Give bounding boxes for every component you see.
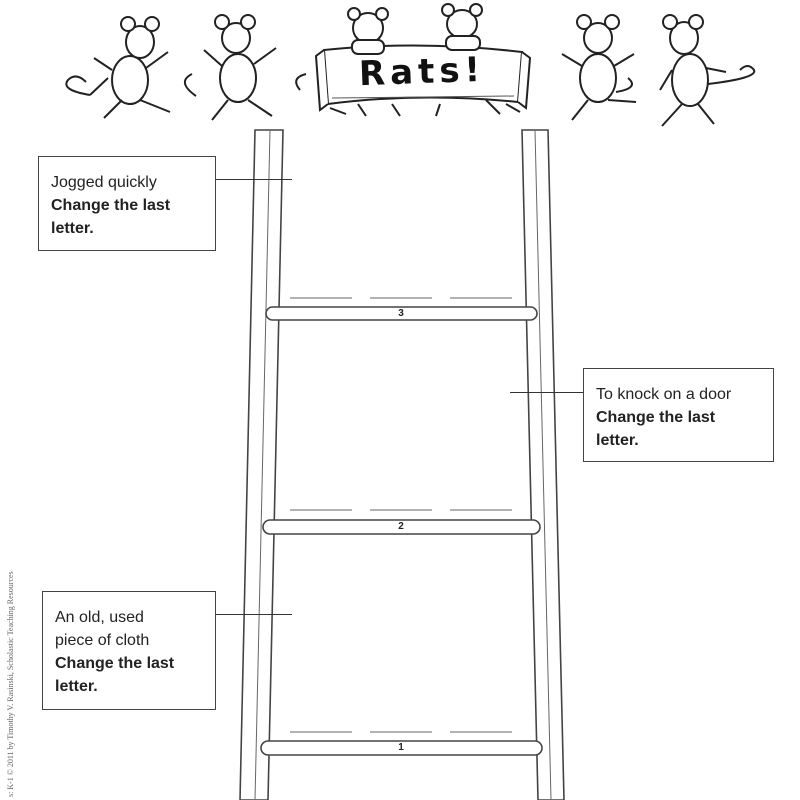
rat-illustration-4 <box>435 3 521 117</box>
clue-3-hint-cont: piece of cloth <box>55 632 150 649</box>
ladder-rung-2 <box>262 519 541 535</box>
ladder-rail-right <box>521 129 565 800</box>
ladder-rail-left <box>239 129 284 800</box>
clue-box-2: To knock on a door Change the last lette… <box>583 368 774 462</box>
rat-illustration-2 <box>184 14 277 121</box>
rat-illustration-6 <box>659 14 756 127</box>
clue-2-instruction: Change the last <box>596 409 716 426</box>
rung-number-2: 2 <box>398 521 404 532</box>
clue-3-instruction-cont: letter. <box>55 678 98 695</box>
clue-3-hint: An old, used <box>55 609 144 626</box>
rung-number-3: 3 <box>398 308 404 319</box>
clue-1-instruction: Change the last <box>51 197 171 214</box>
ladder-rung-3 <box>265 306 538 321</box>
rat-illustration-1 <box>65 16 171 119</box>
rat-illustration-3 <box>295 7 401 117</box>
clue-2-hint: To knock on a door <box>596 386 732 403</box>
clue-box-3: An old, used piece of cloth Change the l… <box>42 591 216 710</box>
clue-3-instruction: Change the last <box>55 655 175 672</box>
clue-box-1: Jogged quickly Change the last letter. <box>38 156 216 251</box>
rat-illustration-5 <box>561 14 637 121</box>
banner-title: Rats! <box>358 49 486 95</box>
clue-3-connector <box>216 614 292 615</box>
copyright-credit: s: K-1 © 2011 by Timothy V. Rasinski, Sc… <box>6 571 15 797</box>
ladder-rung-1 <box>260 740 543 756</box>
clue-2-connector <box>510 392 583 393</box>
rats-banner <box>314 44 532 112</box>
clue-1-hint: Jogged quickly <box>51 174 157 191</box>
clue-1-instruction-cont: letter. <box>51 220 94 237</box>
rung-number-1: 1 <box>398 742 404 753</box>
clue-1-connector <box>216 179 292 180</box>
clue-2-instruction-cont: letter. <box>596 432 639 449</box>
